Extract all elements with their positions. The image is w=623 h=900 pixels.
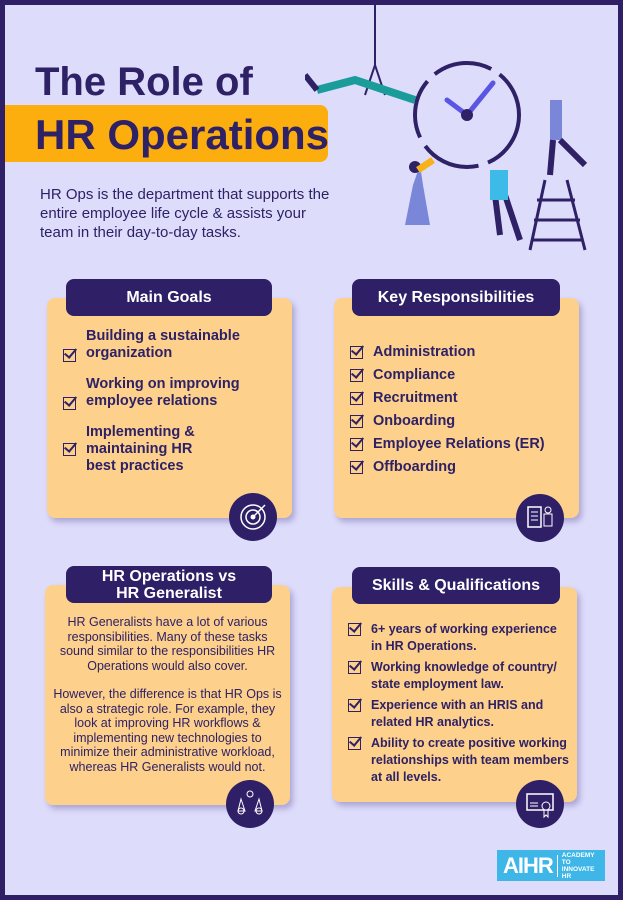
responsibility-text: Onboarding xyxy=(373,413,456,429)
skill-text: Ability to create positive working relat… xyxy=(371,736,569,784)
checkbox-icon xyxy=(348,737,361,750)
title-highlight xyxy=(5,105,328,162)
vs-paragraph-1: HR Generalists have a lot of various res… xyxy=(59,615,276,673)
goal-text: Building a sustainable organization xyxy=(86,328,240,361)
goal-text: Implementing & maintaining HR best pract… xyxy=(86,424,195,474)
skill-text: Experience with an HRIS and related HR a… xyxy=(371,698,544,729)
checkbox-icon xyxy=(63,349,76,362)
title-line2: HR Operations xyxy=(35,111,330,158)
responsibility-item: Compliance xyxy=(350,367,545,384)
checkbox-icon xyxy=(350,415,363,428)
skills-header: Skills & Qualifications xyxy=(352,567,560,604)
skill-item: Working knowledge of country/ state empl… xyxy=(348,659,570,693)
checkbox-icon xyxy=(63,443,76,456)
logo-text: AIHR xyxy=(503,852,554,878)
checkbox-icon xyxy=(350,346,363,359)
infographic: The Role of HR Operations HR Ops is the … xyxy=(5,5,618,895)
goal-text: Working on improving employee relations xyxy=(86,376,240,409)
checkbox-icon xyxy=(63,397,76,410)
goal-item: Working on improving employee relations xyxy=(63,376,278,410)
vs-paragraph-2: However, the difference is that HR Ops i… xyxy=(53,687,282,774)
responsibility-item: Recruitment xyxy=(350,390,545,407)
checklist-person-icon xyxy=(516,494,564,542)
checkbox-icon xyxy=(350,438,363,451)
clock-team-illustration xyxy=(305,5,588,251)
intro-text: HR Ops is the department that supports t… xyxy=(40,186,330,241)
header-line: HR Generalist xyxy=(116,584,222,602)
aihr-logo: AIHR ACADEMY TO INNOVATE HR xyxy=(497,850,605,881)
skill-item: Experience with an HRIS and related HR a… xyxy=(348,697,570,731)
title-line1: The Role of xyxy=(35,60,253,104)
skills-card: 6+ years of working experience in HR Ope… xyxy=(332,587,577,802)
responsibility-item: Onboarding xyxy=(350,413,545,430)
skill-text: Working knowledge of country/ state empl… xyxy=(371,660,557,691)
logo-tagline: ACADEMY TO INNOVATE HR xyxy=(561,851,595,880)
responsibility-text: Offboarding xyxy=(373,459,456,475)
header-line: HR Operations vs xyxy=(101,567,237,585)
checkbox-icon xyxy=(348,699,361,712)
hr-ops-vs-generalist-card: HR Generalists have a lot of various res… xyxy=(45,585,290,805)
key-responsibilities-header: Key Responsibilities xyxy=(352,279,560,316)
responsibility-item: Offboarding xyxy=(350,459,545,476)
certificate-icon xyxy=(516,780,564,828)
responsibility-text: Recruitment xyxy=(373,390,458,406)
scales-icon xyxy=(226,780,274,828)
checkbox-icon xyxy=(348,623,361,636)
responsibility-text: Administration xyxy=(373,344,476,360)
checkbox-icon xyxy=(348,661,361,674)
responsibility-item: Administration xyxy=(350,344,545,361)
goal-item: Building a sustainable organization xyxy=(63,328,278,362)
target-icon xyxy=(229,493,277,541)
main-goals-card: Building a sustainable organization Work… xyxy=(47,298,292,518)
main-goals-header: Main Goals xyxy=(66,279,272,316)
key-responsibilities-card: Administration Compliance Recruitment On… xyxy=(334,298,579,518)
skill-item: 6+ years of working experience in HR Ope… xyxy=(348,621,570,655)
skill-item: Ability to create positive working relat… xyxy=(348,735,570,786)
checkbox-icon xyxy=(350,369,363,382)
responsibility-text: Employee Relations (ER) xyxy=(373,436,545,452)
responsibility-item: Employee Relations (ER) xyxy=(350,436,545,453)
checkbox-icon xyxy=(350,392,363,405)
responsibility-text: Compliance xyxy=(373,367,456,383)
checkbox-icon xyxy=(350,461,363,474)
goal-item: Implementing & maintaining HR best pract… xyxy=(63,424,278,475)
skill-text: 6+ years of working experience in HR Ope… xyxy=(371,622,557,653)
